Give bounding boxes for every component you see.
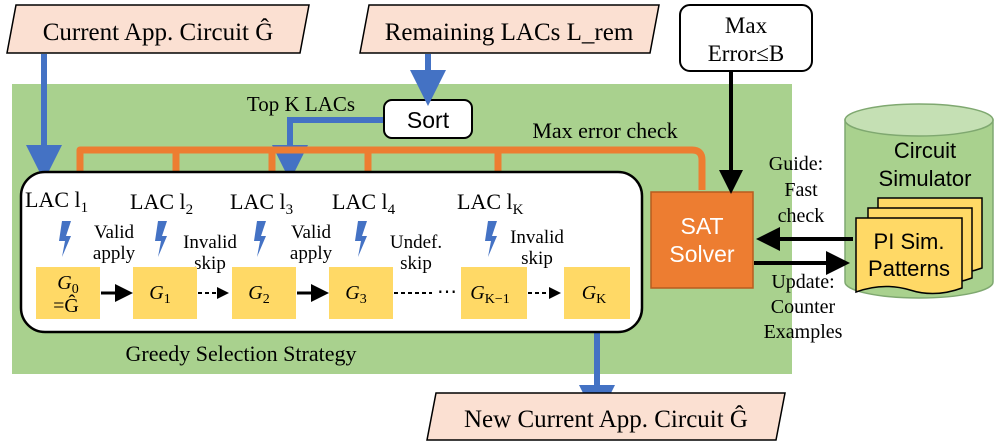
sort-label: Sort xyxy=(407,107,450,133)
lightning-icon xyxy=(254,221,266,257)
action-2-line-1: Invalid xyxy=(183,232,237,253)
circuit-boxes xyxy=(36,267,630,319)
current-circuit-input-label: Current App. Circuit Ĝ xyxy=(43,18,274,46)
remaining-lacs-input-box xyxy=(359,4,660,54)
guide-label-2: Fast xyxy=(784,179,818,201)
guide-label-1: Guide: xyxy=(769,153,823,175)
action-2-line-2: skip xyxy=(194,253,226,274)
action-3-line-2: apply xyxy=(290,243,333,264)
circuit-gk-1-label: GK−1 xyxy=(470,282,509,307)
circuit-g0-label: G0 xyxy=(57,272,78,297)
lightning-icon xyxy=(355,221,367,257)
simulator-label-1: Circuit xyxy=(894,138,956,163)
max-error-label-2: Error≤B xyxy=(708,41,785,66)
circuit-g1-label: G1 xyxy=(149,282,170,307)
guide-label-3: check xyxy=(778,205,825,227)
top-k-label: Top K LACs xyxy=(247,92,355,116)
lightning-icon xyxy=(485,221,497,257)
max-error-check-label: Max error check xyxy=(532,118,677,143)
solver-arrows xyxy=(719,72,853,275)
pi-sim-patterns xyxy=(855,197,983,295)
circuit-g2-label: G2 xyxy=(248,282,269,307)
action-3-line-1: Valid xyxy=(291,222,332,243)
action-5-line-2: skip xyxy=(521,248,553,269)
update-label-1: Update: xyxy=(771,271,834,293)
sat-solver-label-2: Solver xyxy=(669,241,735,267)
circuit-g0-equals: =Ĝ xyxy=(53,293,79,317)
lac-label-2: LAC l2 xyxy=(130,189,193,218)
update-label-3: Examples xyxy=(764,321,843,343)
lac-label-1: LAC l1 xyxy=(25,187,88,216)
patterns-label-1: PI Sim. xyxy=(874,229,945,254)
current-circuit-input-box xyxy=(6,4,310,54)
sat-solver-box xyxy=(650,191,754,289)
lac-label-k: LAC lK xyxy=(457,189,524,218)
update-label-2: Counter xyxy=(771,296,836,318)
sat-solver-label-1: SAT xyxy=(680,213,723,239)
action-5-line-1: Invalid xyxy=(510,227,564,248)
action-labels: Valid apply Invalid skip Valid apply Und… xyxy=(93,222,565,274)
circuit-g3-label: G3 xyxy=(345,282,366,307)
lightning-icon xyxy=(155,221,167,257)
lightning-bolts xyxy=(59,221,497,257)
simulator-label-2: Simulator xyxy=(879,166,972,191)
max-error-label-1: Max xyxy=(725,13,768,38)
action-4-line-1: Undef. xyxy=(390,232,442,253)
ellipsis: ⋯ xyxy=(437,281,457,303)
action-1-line-1: Valid xyxy=(94,222,135,243)
patterns-label-2: Patterns xyxy=(868,256,950,281)
action-1-line-2: apply xyxy=(93,243,136,264)
greedy-selection-label: Greedy Selection Strategy xyxy=(126,341,357,366)
circuit-gk-label: GK xyxy=(582,282,607,307)
lac-label-3: LAC l3 xyxy=(230,189,293,218)
new-circuit-output-label: New Current App. Circuit Ĝ xyxy=(464,405,748,433)
new-circuit-output-box xyxy=(426,392,786,441)
lac-label-4: LAC l4 xyxy=(332,189,396,218)
lac-labels: LAC l1 LAC l2 LAC l3 LAC l4 LAC lK xyxy=(25,187,524,218)
max-error-box xyxy=(679,4,813,72)
action-4-line-2: skip xyxy=(400,253,432,274)
lightning-icon xyxy=(59,221,71,257)
remaining-lacs-label: Remaining LACs L_rem xyxy=(385,19,634,46)
